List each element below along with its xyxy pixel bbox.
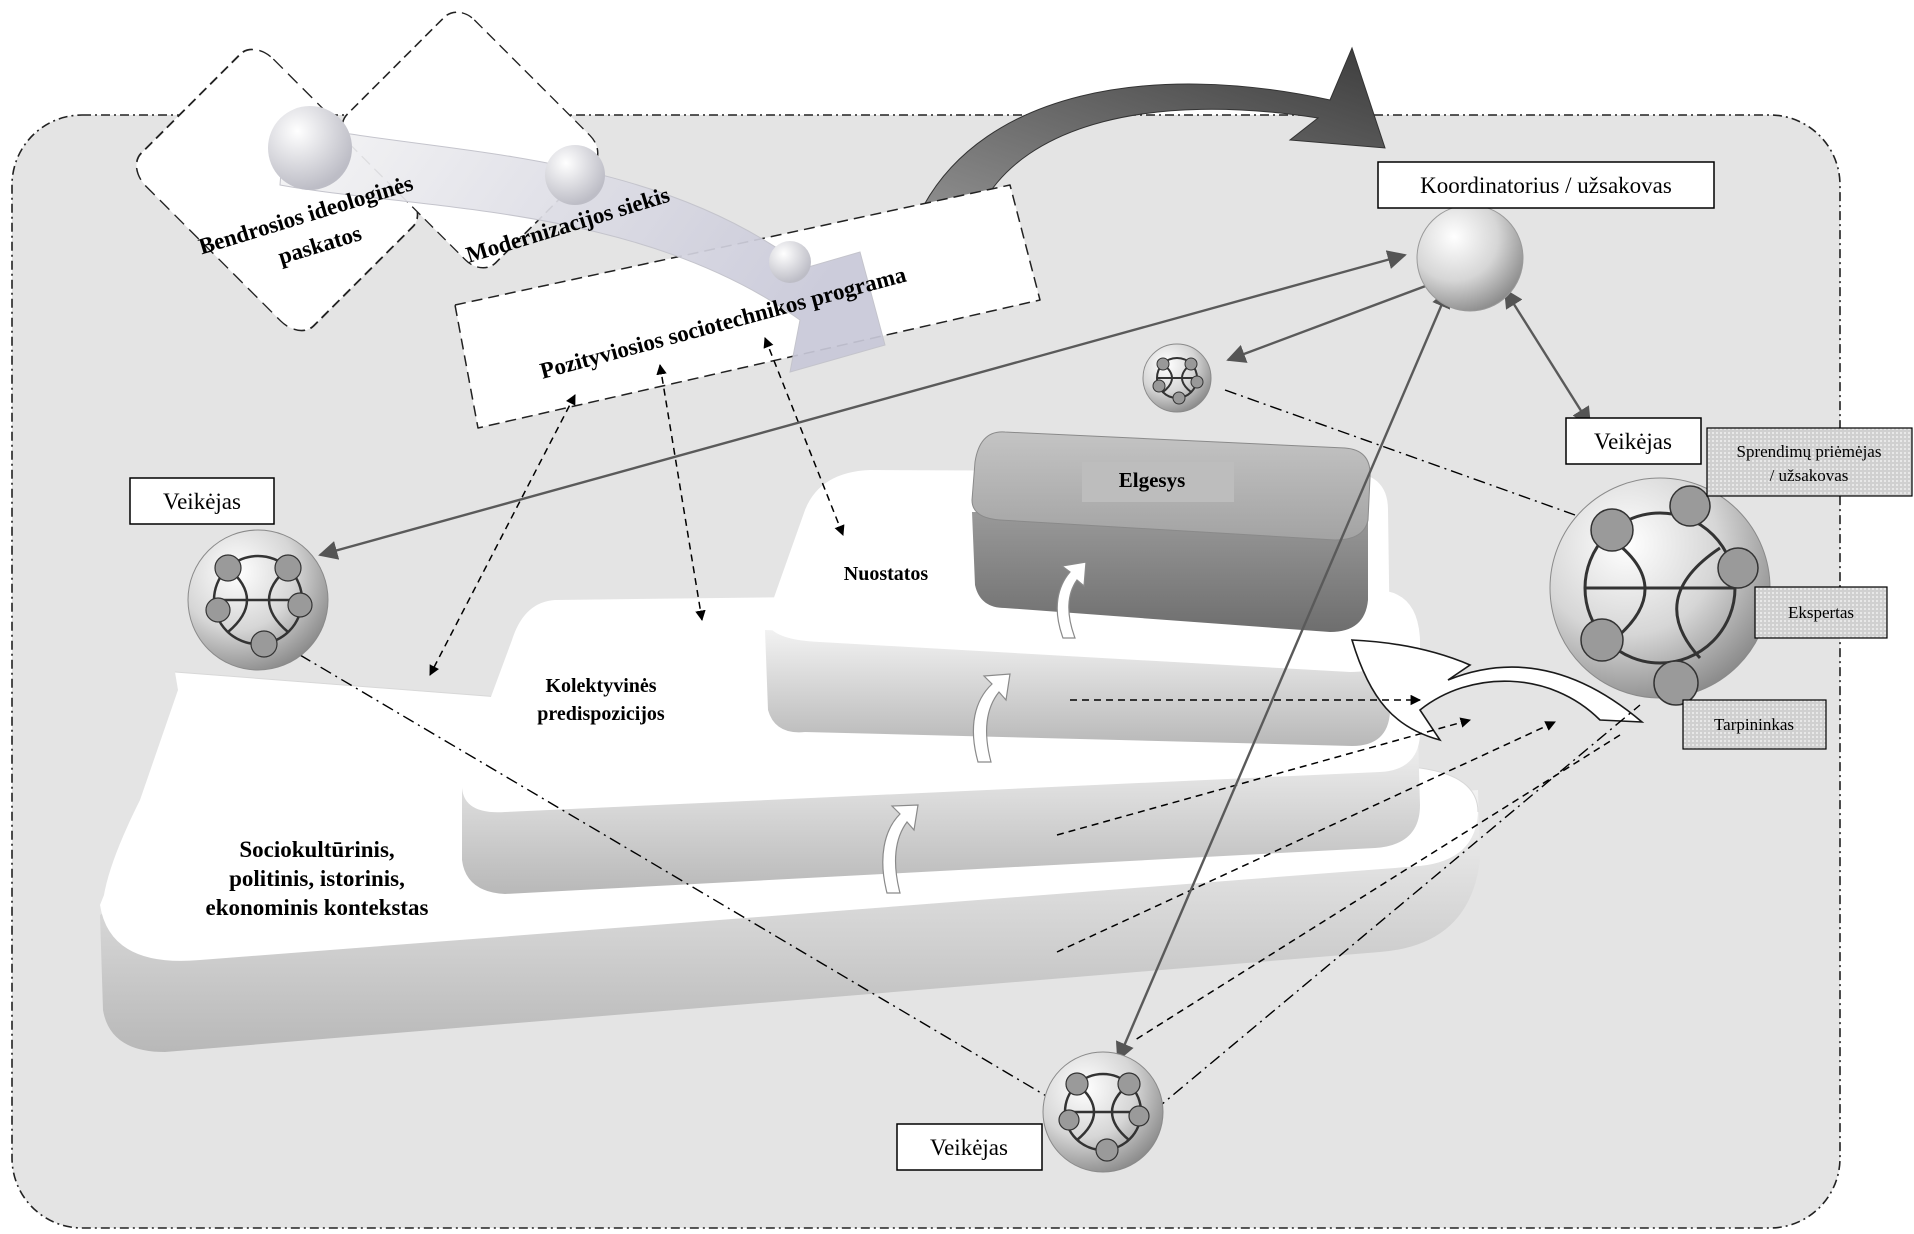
coordinator-sphere [1416, 204, 1524, 312]
collective-label-line1: Kolektyvinės [545, 675, 656, 697]
role-expert: Ekspertas [1754, 586, 1888, 639]
actor-bottom-label: Veikėjas [930, 1135, 1008, 1160]
pearl-2 [545, 145, 605, 205]
role-decision-maker-line1: Sprendimų priėmėjas [1737, 442, 1882, 461]
coordinator-box: Koordinatorius / užsakovas [1377, 161, 1715, 209]
dark-curved-arrow [923, 46, 1386, 206]
box-behavior [971, 431, 1371, 632]
network-sphere-right [1549, 477, 1771, 706]
role-decision-maker-line2: / užsakovas [1770, 466, 1849, 485]
coordinator-links [318, 250, 1592, 1062]
pearl-3 [769, 241, 811, 283]
context-label-line1: Sociokultūrinis, [239, 837, 394, 862]
role-expert-label: Ekspertas [1788, 603, 1854, 622]
context-label-line2: politinis, istorinis, [229, 866, 405, 891]
role-decision-maker: Sprendimų priėmėjas / užsakovas [1706, 427, 1913, 497]
actor-box-left: Veikėjas [129, 477, 275, 525]
behavior-label: Elgesys [1119, 468, 1186, 492]
actor-box-bottom: Veikėjas [896, 1123, 1043, 1171]
collective-label-line2: predispozicijos [537, 703, 665, 725]
attitudes-label: Nuostatos [844, 563, 929, 585]
actor-left-label: Veikėjas [163, 489, 241, 514]
actor-box-right: Veikėjas [1565, 417, 1702, 465]
coordinator-label: Koordinatorius / užsakovas [1420, 173, 1672, 198]
role-intermediary: Tarpininkas [1682, 699, 1827, 750]
actor-right-label: Veikėjas [1594, 429, 1672, 454]
role-intermediary-label: Tarpininkas [1714, 715, 1794, 734]
network-sphere-small [1142, 343, 1212, 413]
context-label-line3: ekonominis kontekstas [205, 895, 428, 920]
network-sphere-left [187, 529, 329, 671]
pearl-1 [268, 106, 352, 190]
level-up-arrows [882, 561, 1087, 894]
network-sphere-bottom [1042, 1051, 1164, 1173]
